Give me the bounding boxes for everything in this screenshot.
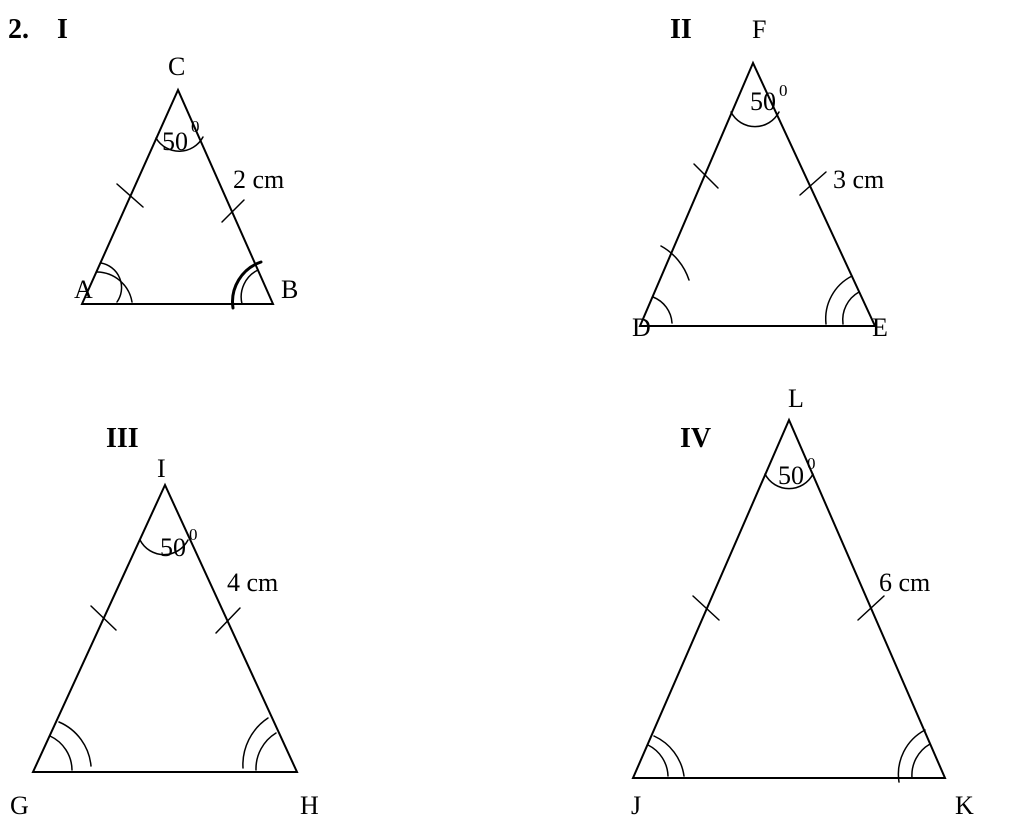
triangle-2: II F D E 50 0 3 cm bbox=[632, 14, 888, 342]
triangle-1-right-angle-arc-inner bbox=[240, 269, 259, 305]
triangle-3-apex-angle-arc bbox=[139, 539, 189, 556]
triangle-2-apex-angle-value: 50 bbox=[750, 87, 776, 116]
triangle-1-apex-angle-arc bbox=[155, 136, 204, 152]
triangle-2-right-side-tick bbox=[799, 171, 827, 196]
triangle-4-left-angle-arc-outer bbox=[653, 735, 685, 777]
triangle-3-right-side-tick bbox=[215, 607, 241, 634]
triangle-3-side-length: 4 cm bbox=[227, 568, 278, 597]
vertex-label-b: B bbox=[281, 275, 298, 304]
vertex-label-a: A bbox=[74, 275, 93, 304]
triangle-2-apex-angle-degree: 0 bbox=[779, 81, 788, 100]
triangle-1-edges bbox=[80, 87, 275, 305]
triangle-3-right-angle-arc-inner bbox=[255, 732, 277, 771]
triangle-4-right-angle-arc-inner bbox=[911, 743, 931, 779]
triangle-2-right-angle-arc-inner bbox=[841, 291, 860, 325]
triangle-4-apex-angle-arc bbox=[764, 473, 814, 490]
triangle-4-side-length: 6 cm bbox=[879, 568, 930, 597]
vertex-label-g: G bbox=[10, 791, 29, 820]
vertex-label-i: I bbox=[157, 454, 166, 483]
triangle-1-left-angle-arc-outer bbox=[96, 271, 133, 303]
triangle-1-left-angle-arc-inner bbox=[100, 262, 123, 303]
vertex-label-j: J bbox=[631, 791, 641, 820]
triangle-1-numeral: I bbox=[57, 14, 68, 45]
triangle-2-left-angle-arc-outer bbox=[660, 245, 690, 281]
triangle-4-apex-angle-value: 50 bbox=[778, 461, 804, 490]
triangle-4: IV L J K 50 0 6 cm bbox=[631, 384, 974, 820]
triangle-2-right-angle-arc-outer bbox=[824, 275, 853, 325]
triangle-3-right-angle-arc-outer bbox=[242, 717, 269, 769]
triangle-3-left-angle-arc-inner bbox=[49, 735, 73, 771]
triangle-1: I C A B 50 0 2 cm bbox=[57, 14, 298, 310]
vertex-label-c: C bbox=[168, 52, 185, 81]
triangle-4-apex-angle-degree: 0 bbox=[807, 454, 816, 473]
triangle-3-left-side-tick bbox=[90, 605, 117, 631]
triangle-3-numeral: III bbox=[106, 423, 139, 454]
triangle-3-left-angle-arc-outer bbox=[58, 721, 92, 767]
vertex-label-k: K bbox=[955, 791, 974, 820]
triangle-4-right-angle-arc-outer bbox=[897, 729, 926, 783]
triangle-3: III I G H 50 0 4 cm bbox=[10, 423, 319, 820]
vertex-label-h: H bbox=[300, 791, 319, 820]
vertex-label-d: D bbox=[632, 313, 651, 342]
triangle-1-left-side-tick bbox=[116, 183, 144, 208]
triangle-3-edges bbox=[31, 482, 299, 773]
triangle-1-apex-angle-degree: 0 bbox=[191, 117, 200, 136]
question-number: 2. bbox=[8, 14, 29, 45]
vertex-label-f: F bbox=[752, 15, 766, 44]
triangle-1-right-angle-arc-outer bbox=[231, 260, 263, 310]
vertex-label-e: E bbox=[872, 313, 888, 342]
triangle-3-apex-angle-value: 50 bbox=[160, 533, 186, 562]
triangle-4-edges bbox=[631, 417, 947, 779]
triangle-2-numeral: II bbox=[670, 14, 692, 45]
triangle-2-edges bbox=[638, 60, 877, 327]
vertex-label-l: L bbox=[788, 384, 804, 413]
triangle-2-left-angle-arc-inner bbox=[652, 296, 673, 324]
triangle-4-right-side-tick bbox=[857, 595, 885, 621]
triangle-4-left-side-tick bbox=[692, 595, 720, 621]
triangle-2-apex-angle-arc bbox=[730, 111, 780, 128]
triangle-1-apex-angle-value: 50 bbox=[162, 127, 188, 156]
triangle-4-left-angle-arc-inner bbox=[647, 744, 669, 777]
triangle-4-numeral: IV bbox=[680, 423, 711, 454]
triangle-2-side-length: 3 cm bbox=[833, 165, 884, 194]
triangle-1-side-length: 2 cm bbox=[233, 165, 284, 194]
triangle-1-right-side-tick bbox=[221, 199, 245, 223]
triangle-3-apex-angle-degree: 0 bbox=[189, 525, 198, 544]
triangle-2-left-side-tick bbox=[693, 163, 719, 189]
